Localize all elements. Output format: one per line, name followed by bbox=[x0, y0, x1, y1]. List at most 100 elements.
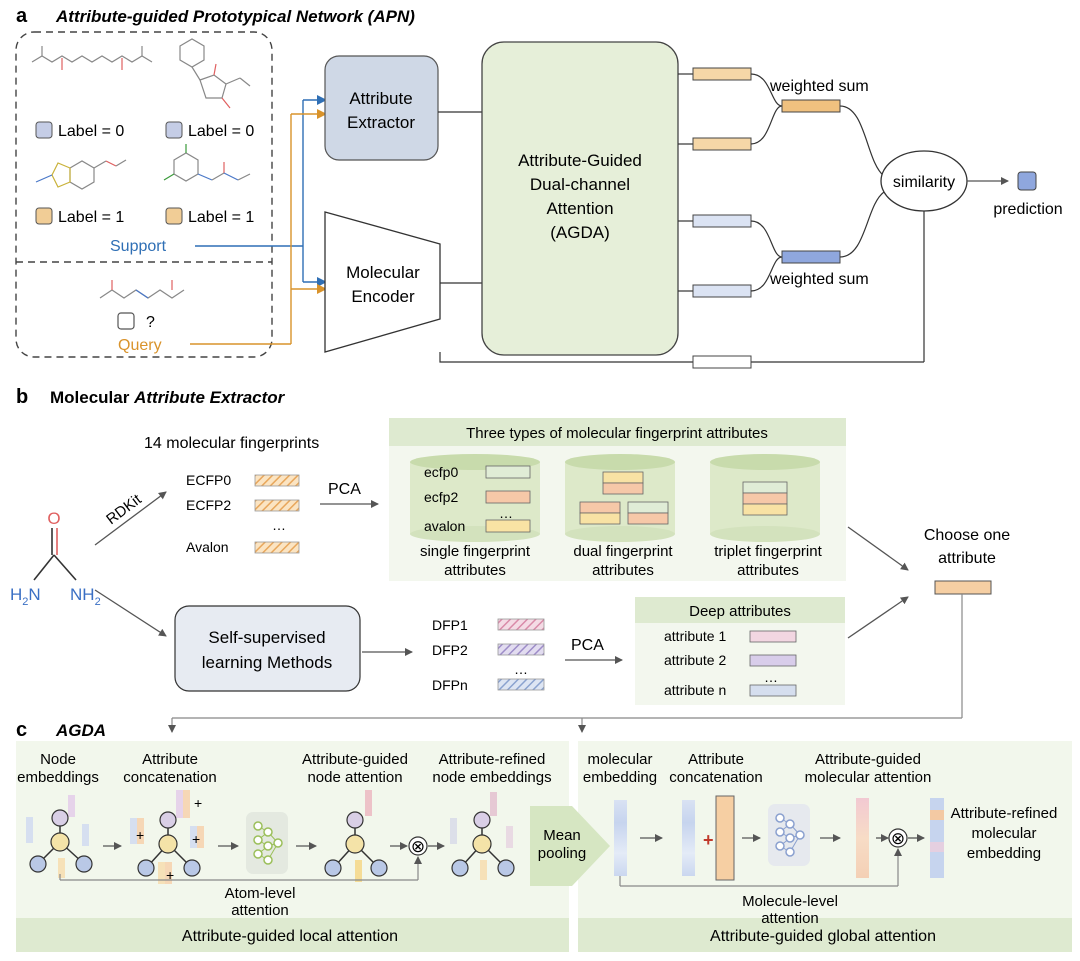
support-molecule-4 bbox=[163, 144, 251, 182]
query-emb-bar-1 bbox=[692, 214, 752, 228]
refined-mol-2: molecular bbox=[971, 825, 1036, 842]
panel-a-letter: a bbox=[16, 5, 28, 27]
concat-plus-2: + bbox=[136, 827, 144, 843]
pca-label-2: PCA bbox=[571, 637, 604, 654]
mol-attention-vector bbox=[856, 798, 869, 878]
deep-item-ellipsis: … bbox=[764, 669, 778, 685]
attr-guided-node-2: node attention bbox=[307, 769, 402, 786]
urea-molecule bbox=[33, 528, 77, 581]
mean-pooling-arrow bbox=[530, 806, 610, 886]
node-embeddings-1: Node bbox=[40, 751, 76, 768]
chosen-to-agda-connector bbox=[168, 594, 963, 733]
molecule-level-skip-path bbox=[619, 848, 902, 887]
choose-label-1: Choose one bbox=[924, 527, 1010, 544]
global-attention-footer bbox=[578, 918, 1072, 952]
mol-attention-network-icon bbox=[768, 804, 810, 866]
query-direct-path bbox=[439, 211, 925, 363]
single-item-3-bar bbox=[485, 519, 531, 533]
attr-concat2-2: concatenation bbox=[669, 769, 762, 786]
label-square-1 bbox=[35, 121, 53, 139]
refined-mol-vector-stripes-2 bbox=[930, 842, 944, 852]
panel-b-title: Molecular Attribute Extractor bbox=[50, 388, 286, 407]
molecular-encoder-line1: Molecular bbox=[346, 263, 420, 282]
atom-level-2: attention bbox=[231, 902, 289, 919]
deep-item-n: attribute n bbox=[664, 682, 726, 698]
single-item-1: ecfp0 bbox=[424, 464, 458, 480]
label-square-3 bbox=[35, 207, 53, 225]
fingerprint-ecfp2: ECFP2 bbox=[186, 497, 231, 513]
fingerprint-header: 14 molecular fingerprints bbox=[144, 435, 319, 452]
refined-mol-3: embedding bbox=[967, 845, 1041, 862]
support-molecule-3 bbox=[35, 159, 127, 190]
weighted-sum-orange-bar bbox=[781, 99, 841, 113]
deep-attributes-title: Deep attributes bbox=[689, 603, 791, 620]
dfp-2: DFP2 bbox=[432, 642, 468, 658]
mol-multiply: ⊗ bbox=[891, 829, 905, 848]
urea-left-h: H bbox=[10, 585, 22, 604]
mol-embedding-2: embedding bbox=[583, 769, 657, 786]
query-direct-bar bbox=[692, 355, 752, 369]
support-label: Support bbox=[110, 238, 167, 255]
agda-box bbox=[481, 41, 679, 356]
attr-guided-mol-2: molecular attention bbox=[805, 769, 932, 786]
choose-label-2: attribute bbox=[938, 550, 996, 567]
fp-types-to-choose bbox=[847, 526, 909, 571]
label-text-4: Label = 1 bbox=[188, 209, 254, 226]
label-text-3: Label = 1 bbox=[58, 209, 124, 226]
agda-box-line4: (AGDA) bbox=[550, 223, 610, 242]
attr-guided-node-1: Attribute-guided bbox=[302, 751, 408, 768]
fingerprint-ecfp0: ECFP0 bbox=[186, 472, 231, 488]
molecular-encoder-box bbox=[324, 211, 441, 353]
concat-attr-vector bbox=[715, 795, 735, 881]
panel-b-letter: b bbox=[16, 386, 28, 408]
panel-b-title-plain: Molecular bbox=[50, 388, 134, 407]
graph-attribute-refined-node-embeddings bbox=[450, 792, 515, 880]
global-attention-label: Attribute-guided global attention bbox=[710, 928, 936, 945]
weighted-sum-label-1: weighted sum bbox=[769, 78, 869, 95]
global-attention-panel bbox=[578, 741, 1072, 952]
attribute-extractor-line2: Extractor bbox=[347, 113, 415, 132]
mean-pooling-2: pooling bbox=[538, 845, 586, 862]
fingerprint-ellipsis: … bbox=[272, 517, 286, 533]
dfp-1: DFP1 bbox=[432, 617, 468, 633]
mol-embedding-vector bbox=[614, 800, 627, 876]
fingerprint-ecfp2-bar bbox=[254, 499, 300, 512]
query-molecule bbox=[99, 280, 185, 299]
dfp-ellipsis: … bbox=[514, 661, 528, 677]
molecule-level-1: Molecule-level bbox=[742, 893, 838, 910]
dual-fp-cylinder bbox=[565, 454, 675, 542]
fp-types-header bbox=[389, 418, 846, 446]
deep-attributes-header bbox=[635, 597, 845, 623]
label-text-2: Label = 0 bbox=[188, 123, 254, 140]
support-molecule-1 bbox=[31, 46, 153, 70]
panel-c-letter: c bbox=[16, 719, 27, 741]
pca-label-1: PCA bbox=[328, 481, 361, 498]
panel-a-title: Attribute-guided Prototypical Network (A… bbox=[55, 7, 415, 26]
agda-box-line2: Dual-channel bbox=[530, 175, 630, 194]
urea-left-sub: 2 bbox=[22, 596, 28, 608]
refined-mol-1: Attribute-refined bbox=[951, 805, 1058, 822]
agda-output-lines bbox=[678, 73, 693, 292]
prediction-label: prediction bbox=[993, 201, 1062, 218]
query-connector bbox=[190, 109, 327, 345]
concat-emb-vector bbox=[682, 800, 695, 876]
query-emb-bar-2 bbox=[692, 284, 752, 298]
graph-node-embeddings bbox=[26, 795, 93, 878]
urea-right-nh2: NH2 bbox=[70, 585, 101, 608]
support-emb-bar-2 bbox=[692, 137, 752, 151]
panel-c-title: AGDA bbox=[55, 721, 106, 740]
atom-level-1: Atom-level bbox=[225, 885, 296, 902]
urea-to-ssl-arrow bbox=[94, 589, 167, 637]
query-label-square bbox=[117, 312, 135, 330]
weighted-sum-curves bbox=[750, 73, 885, 292]
refined-mol-vector-stripes bbox=[930, 810, 944, 820]
urea-left-nh2: H2N bbox=[10, 585, 41, 608]
local-attention-footer bbox=[16, 918, 569, 952]
molecular-encoder-line2: Encoder bbox=[351, 287, 415, 306]
chosen-attribute-bar bbox=[934, 580, 992, 595]
mol-embedding-1: molecular bbox=[587, 751, 652, 768]
fingerprint-avalon: Avalon bbox=[186, 539, 229, 555]
deep-to-choose bbox=[847, 596, 909, 639]
concat-plus-3: + bbox=[192, 831, 200, 847]
query-mark: ? bbox=[146, 314, 155, 331]
